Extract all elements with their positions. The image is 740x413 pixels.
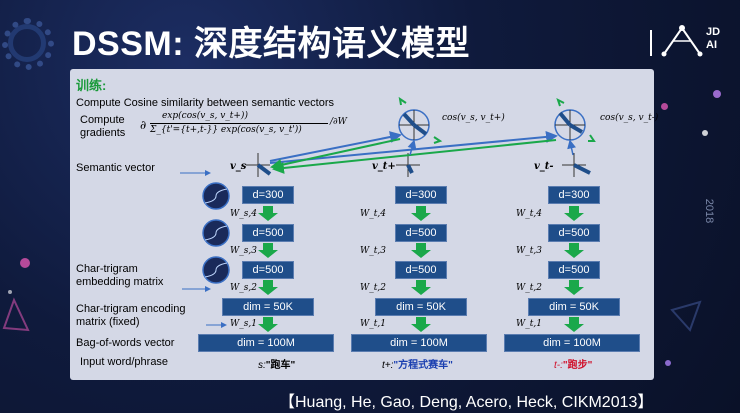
jd-ai-logo-icon bbox=[661, 25, 703, 57]
link-tplus-cos bbox=[407, 139, 417, 156]
weight-tminus-4: W_t,4 bbox=[516, 209, 542, 219]
decor-dot bbox=[713, 90, 721, 98]
link-cosplus-vs bbox=[270, 138, 401, 171]
link-vs-cosplus bbox=[269, 131, 402, 162]
input-tplus: t+:"方程式赛车" bbox=[382, 356, 453, 371]
weight-tplus-1: W_t,1 bbox=[360, 319, 386, 329]
box-s-d500-b: d=500 bbox=[242, 261, 294, 279]
decor-dot bbox=[8, 290, 12, 294]
weight-s-1: W_s,1 bbox=[230, 319, 257, 329]
char-trigram-embedding-label: Char-trigram embedding matrix bbox=[76, 263, 164, 288]
input-s-word: "跑车" bbox=[265, 360, 296, 371]
decor-dot bbox=[665, 360, 671, 366]
decor-ring bbox=[8, 24, 46, 62]
input-tplus-prefix: t+: bbox=[382, 360, 394, 371]
box-tminus-dim100m: dim = 100M bbox=[504, 334, 640, 352]
vector-label-tplus: v_t+ bbox=[372, 161, 396, 172]
input-s: s:"跑车" bbox=[258, 356, 295, 371]
weight-tplus-2: W_t,2 bbox=[360, 283, 386, 293]
box-tplus-d500-b: d=500 bbox=[395, 261, 447, 279]
weight-s-4: W_s,4 bbox=[230, 209, 257, 219]
vtplus-vector bbox=[406, 164, 414, 174]
down-arrow-icon bbox=[258, 206, 584, 332]
link-vs-cosminus bbox=[269, 130, 558, 164]
cosine-circle-icon bbox=[398, 96, 443, 144]
box-tminus-d500-b: d=500 bbox=[548, 261, 600, 279]
logo-text: JD AI bbox=[706, 26, 721, 51]
input-tplus-word: "方程式赛车" bbox=[393, 360, 453, 371]
bag-of-words-label: Bag-of-words vector bbox=[76, 337, 175, 349]
dssm-figure-panel: 训练: Compute Cosine similarity between se… bbox=[70, 69, 658, 380]
box-tminus-dim50k: dim = 50K bbox=[528, 298, 620, 316]
input-tminus-word: "跑步" bbox=[562, 360, 593, 371]
semantic-vector-label: Semantic vector bbox=[76, 162, 155, 174]
diagram-graphics bbox=[180, 96, 596, 332]
char-trigram-encoding-label: Char-trigram encoding matrix (fixed) bbox=[76, 303, 186, 328]
decor-dot bbox=[20, 258, 30, 268]
box-tplus-d300: d=300 bbox=[395, 186, 447, 204]
logo-divider bbox=[650, 30, 652, 56]
input-s-prefix: s: bbox=[258, 360, 266, 371]
vtminus-vector bbox=[573, 163, 591, 175]
box-tplus-dim100m: dim = 100M bbox=[351, 334, 487, 352]
weight-s-3: W_s,3 bbox=[230, 246, 257, 256]
input-word-label: Input word/phrase bbox=[80, 356, 169, 368]
decor-dot bbox=[661, 103, 668, 110]
box-tplus-dim50k: dim = 50K bbox=[375, 298, 467, 316]
training-heading: 训练: bbox=[76, 78, 107, 93]
tanh-activation-icon bbox=[202, 256, 230, 284]
box-tplus-d500-a: d=500 bbox=[395, 224, 447, 242]
gradient-denominator: Σ_{t'={t+,t-}} exp(cos(v_s, v_t')) bbox=[150, 125, 302, 135]
link-cosminus-vs bbox=[272, 139, 557, 174]
box-s-d500-a: d=500 bbox=[242, 224, 294, 242]
cos-minus-label: cos(v_s, v_t-) bbox=[600, 113, 659, 123]
cosine-circle-icon bbox=[554, 98, 596, 142]
compute-cosine-label: Compute Cosine similarity between semant… bbox=[76, 97, 334, 109]
gradient-numerator: exp(cos(v_s, v_t+)) bbox=[162, 111, 248, 121]
weight-s-2: W_s,2 bbox=[230, 283, 257, 293]
citation: 【Huang, He, Gao, Deng, Acero, Heck, CIKM… bbox=[279, 394, 654, 411]
weight-tminus-3: W_t,3 bbox=[516, 246, 542, 256]
cos-plus-label: cos(v_s, v_t+) bbox=[442, 113, 505, 123]
weight-tminus-2: W_t,2 bbox=[516, 283, 542, 293]
box-tminus-d500-a: d=500 bbox=[548, 224, 600, 242]
compute-gradients-label: Compute gradients bbox=[80, 114, 126, 139]
vs-vector bbox=[256, 163, 272, 176]
gradient-suffix: /∂W bbox=[330, 117, 347, 127]
vector-label-s: v_s bbox=[230, 161, 247, 172]
box-s-d300: d=300 bbox=[242, 186, 294, 204]
box-s-dim50k: dim = 50K bbox=[222, 298, 314, 316]
slide-title: DSSM: 深度结构语义模型 bbox=[72, 25, 470, 63]
decor-ring bbox=[2, 18, 54, 70]
year-label: 2018 bbox=[703, 198, 716, 224]
decor-dot bbox=[702, 130, 708, 136]
link-tminus-cos bbox=[567, 139, 576, 156]
vector-label-tminus: v_t- bbox=[534, 161, 554, 172]
weight-tplus-3: W_t,3 bbox=[360, 246, 386, 256]
box-s-dim100m: dim = 100M bbox=[198, 334, 334, 352]
tanh-activation-icon bbox=[202, 219, 230, 247]
input-tminus: t-:"跑步" bbox=[554, 356, 592, 371]
tanh-activation-icon bbox=[202, 182, 230, 210]
box-tminus-d300: d=300 bbox=[548, 186, 600, 204]
weight-tplus-4: W_t,4 bbox=[360, 209, 386, 219]
weight-tminus-1: W_t,1 bbox=[516, 319, 542, 329]
input-tminus-prefix: t-: bbox=[554, 360, 563, 371]
